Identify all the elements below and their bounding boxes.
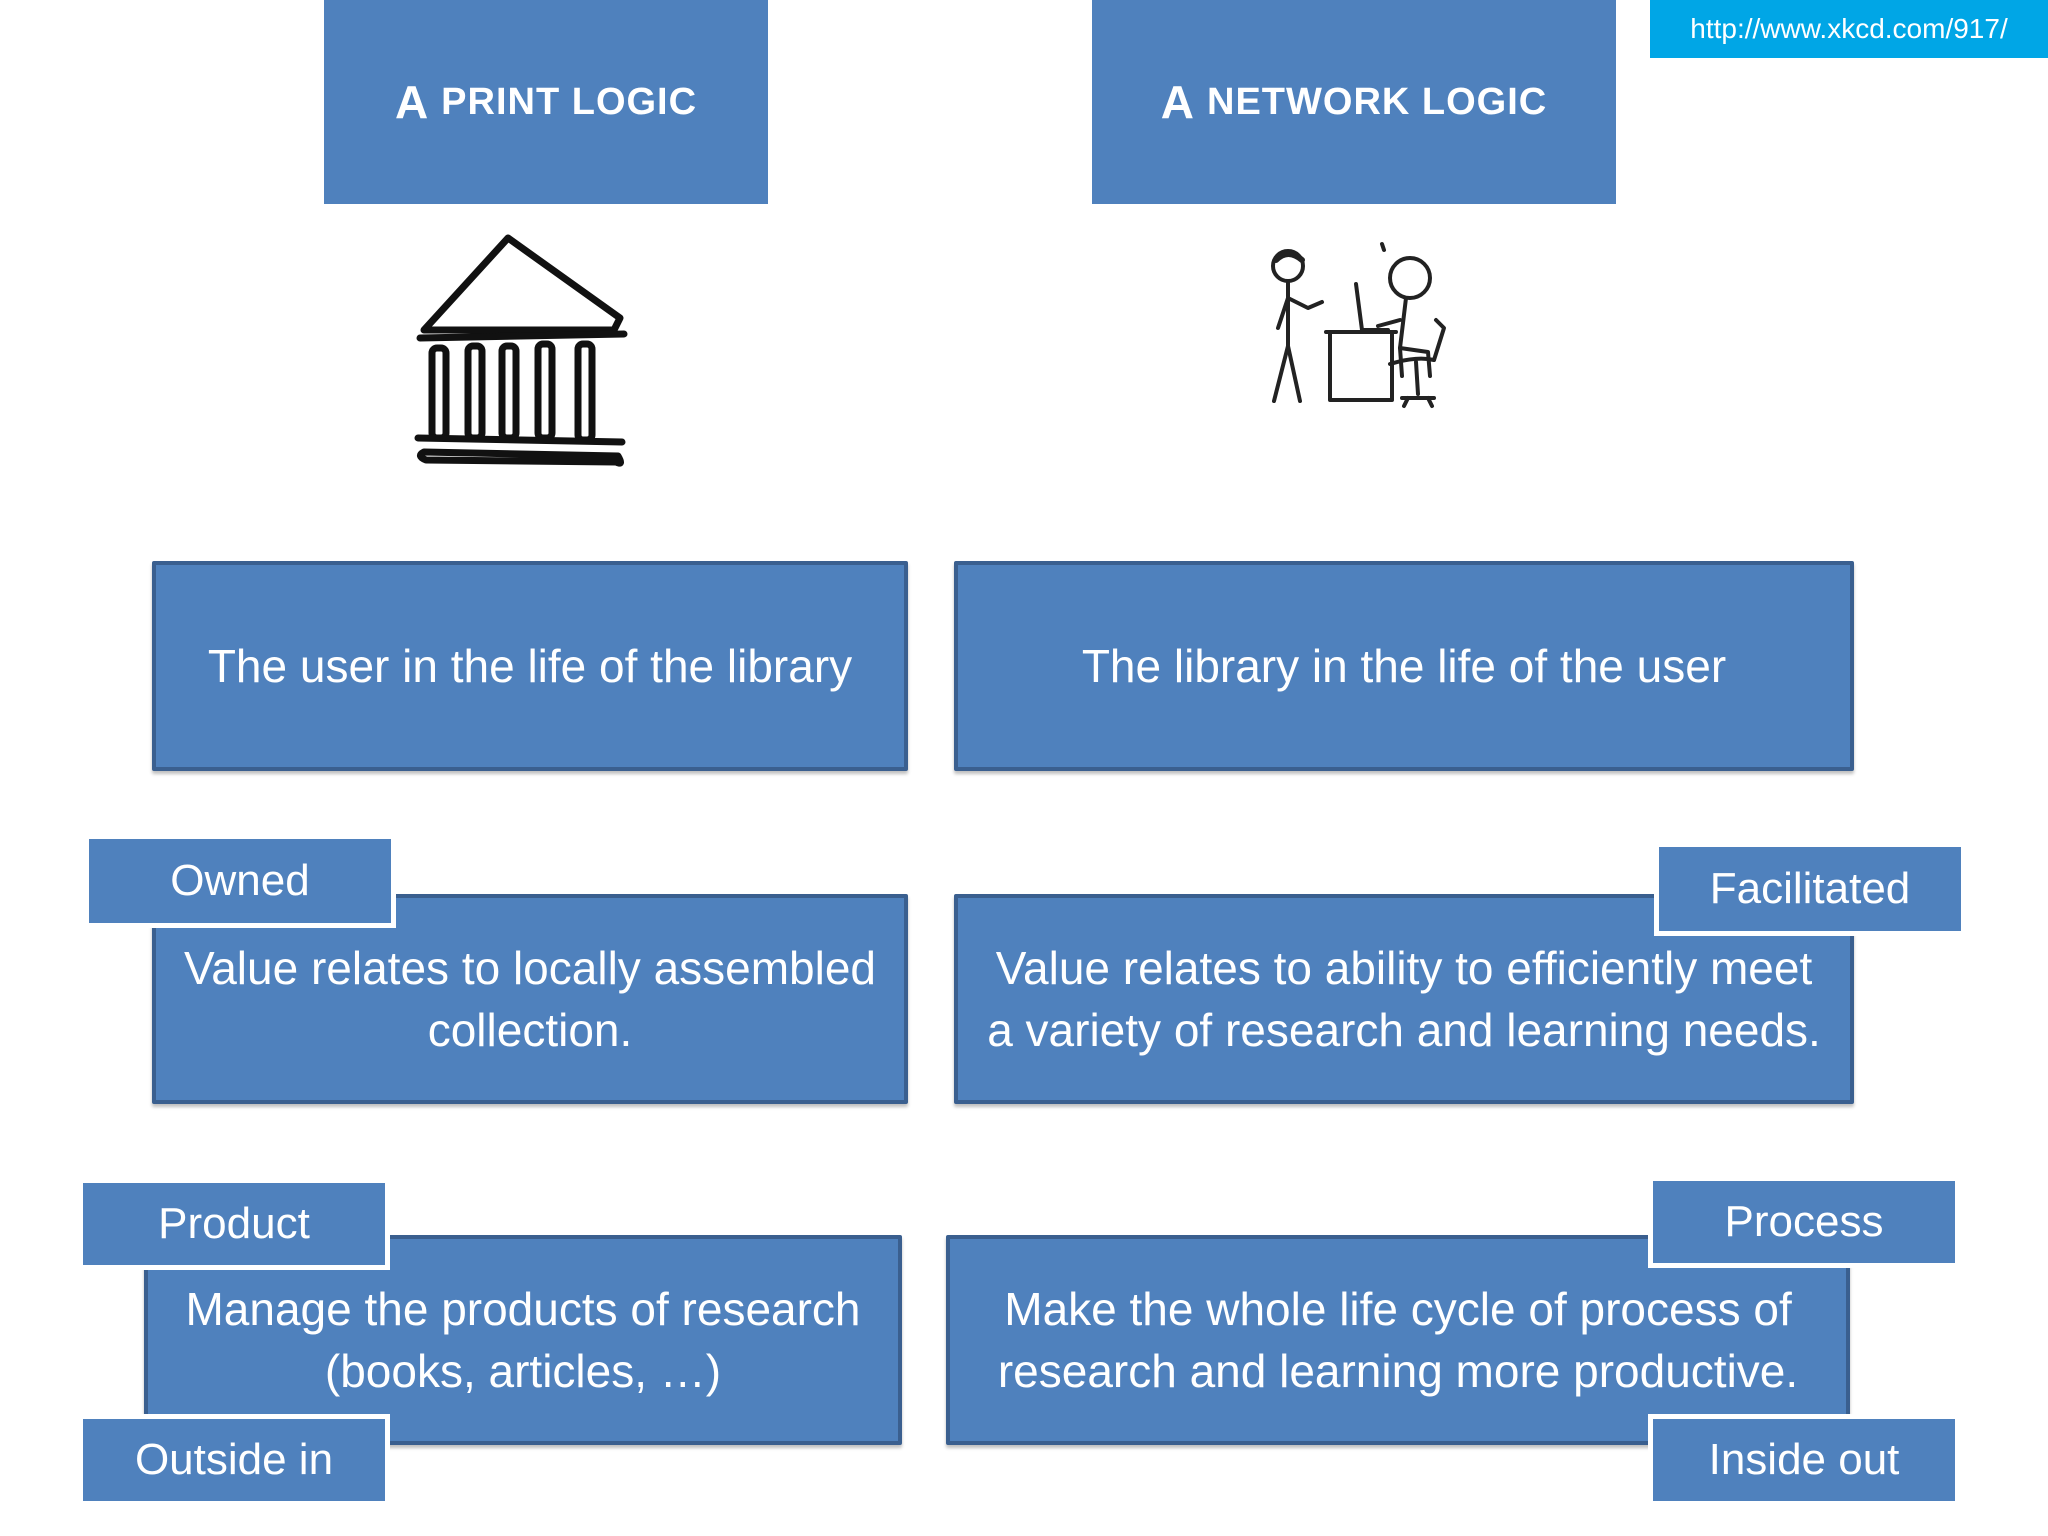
print-logic-statement: The user in the life of the library [152,561,908,771]
network-process-box: Make the whole life cycle of process of … [946,1235,1850,1445]
print-logic-header-text: PRINT LOGIC [441,80,698,123]
print-logic-header-a: A [394,76,430,128]
print-product-text: Manage the products of research (books, … [185,1283,861,1397]
print-logic-header: A PRINT LOGIC [324,0,768,204]
owned-tag: Owned [84,834,396,928]
network-logic-header-text: NETWORK LOGIC [1207,80,1548,123]
print-value-text: Value relates to locally assembled colle… [183,942,877,1056]
inside-out-tag: Inside out [1648,1414,1960,1506]
people-at-desk-icon [1271,242,1446,408]
inside-out-tag-label: Inside out [1708,1435,1900,1484]
product-tag: Product [78,1178,390,1270]
outside-in-tag-label: Outside in [134,1435,334,1484]
owned-tag-label: Owned [170,856,310,905]
facilitated-tag-label: Facilitated [1709,864,1911,913]
network-process-text: Make the whole life cycle of process of … [997,1283,1799,1397]
facilitated-tag: Facilitated [1654,842,1966,936]
print-product-box: Manage the products of research (books, … [144,1235,902,1445]
network-logic-statement-text: The library in the life of the user [1081,640,1727,692]
outside-in-tag: Outside in [78,1414,390,1506]
library-building-icon [414,234,628,467]
source-url-badge[interactable]: http://www.xkcd.com/917/ [1650,0,2048,58]
network-logic-header: A NETWORK LOGIC [1092,0,1616,204]
process-tag: Process [1648,1176,1960,1268]
print-logic-statement-text: The user in the life of the library [207,640,853,692]
print-value-box: Value relates to locally assembled colle… [152,894,908,1104]
network-logic-header-a: A [1160,76,1196,128]
network-value-text: Value relates to ability to efficiently … [987,942,1821,1056]
product-tag-label: Product [158,1199,310,1248]
network-logic-statement: The library in the life of the user [954,561,1854,771]
process-tag-label: Process [1724,1197,1884,1246]
